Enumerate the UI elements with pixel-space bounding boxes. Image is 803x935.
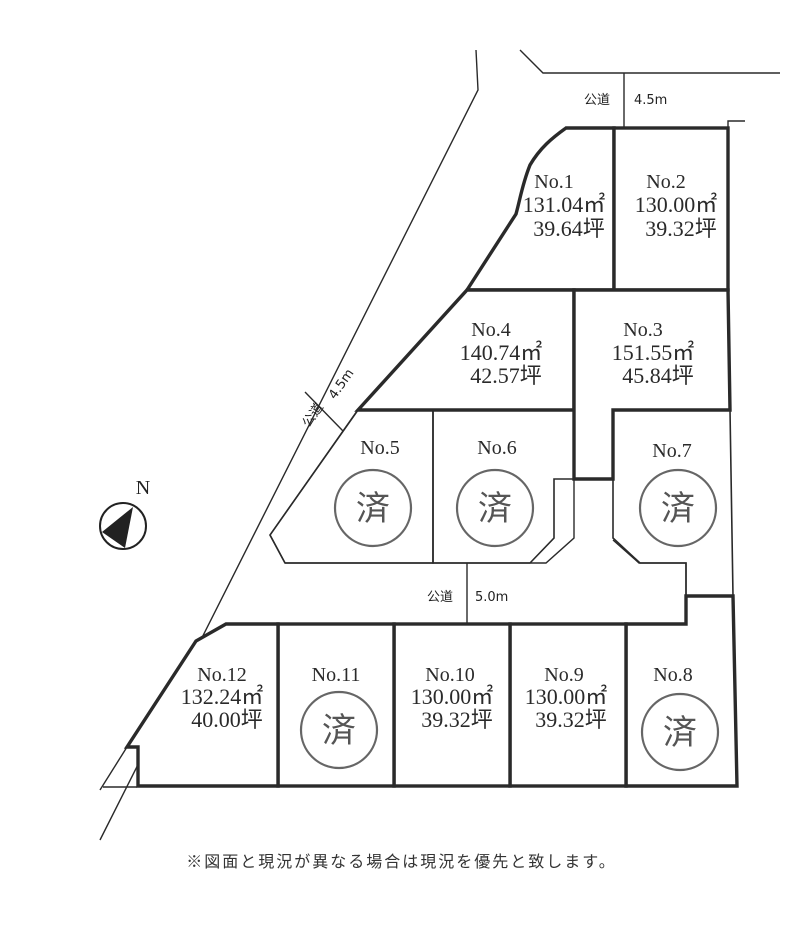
center-road-top-edge [285,478,613,564]
sold-mark: 済 [478,489,512,529]
lot-12-label: No.12 132.24㎡ 40.00坪 [181,664,264,732]
lot-11[interactable] [276,622,396,788]
sold-mark: 済 [356,489,390,529]
lot-number: No.4 [471,319,510,341]
north-road-top-edge [519,49,780,74]
north-road-right-stub [727,120,745,128]
sold-mark: 済 [661,489,695,529]
lot-3-label: No.3 151.55㎡ 45.84坪 [612,319,695,388]
lot-number: No.9 [544,664,583,686]
lot-number: No.2 [646,171,685,193]
lot-2[interactable] [612,126,730,292]
lot-area-m2: 132.24㎡ [181,684,264,709]
center-road-width: 5.0m [475,590,508,605]
diagonal-road-left-edge [99,49,479,841]
lot-5-label: No.5 済 [333,437,413,548]
diagonal-road-dimension-line [304,391,344,432]
lot-area-tsubo: 39.64坪 [533,216,605,241]
lot-area-m2: 130.00㎡ [525,684,608,709]
lot-6-label: No.6 済 [455,437,535,548]
diagonal-road-width: 4.5m [326,366,357,402]
diagonal-road-label: 公道 [300,400,327,430]
diagonal-road-width-label: 4.5m [326,366,357,402]
compass-arrow-icon [102,507,133,548]
lot-number: No.12 [197,664,246,686]
lot-number: No.1 [534,171,573,193]
north-road-label: 公道 4.5m [584,93,667,108]
lot-area-m2: 140.74㎡ [460,340,543,365]
lot-11-label: No.11 済 [299,664,379,770]
sold-mark: 済 [663,713,697,753]
lot-number: No.5 [360,437,399,459]
lot-area-tsubo: 45.84坪 [622,363,694,388]
sold-stamp-icon [638,468,718,548]
lot-number: No.6 [477,437,516,459]
diagonal-road-lower-edge [99,746,128,791]
lot-area-tsubo: 42.57坪 [470,363,542,388]
lot-area-m2: 151.55㎡ [612,340,695,365]
sold-stamp-icon [455,468,535,548]
lot-area-tsubo: 40.00坪 [191,707,263,732]
sold-stamp-icon [333,468,413,548]
lot-10[interactable] [392,622,512,788]
center-road-label: 公道 5.0m [427,590,508,605]
lot-9[interactable] [508,622,628,788]
lot-8[interactable] [624,594,739,788]
lot-number: No.8 [653,664,692,686]
north-compass: N [99,477,150,550]
lot-area-m2: 130.00㎡ [635,192,718,217]
sold-stamp-icon [299,690,379,770]
lot-1-label: No.1 131.04㎡ 39.64坪 [523,171,606,241]
lot-6[interactable] [432,409,575,564]
lot-5[interactable] [269,409,434,564]
lot-number: No.7 [652,440,691,462]
lot-number: No.10 [425,664,474,686]
lot-8-label: No.8 済 [640,664,720,772]
lot-number: No.11 [312,664,361,686]
compass-north-label: N [136,477,150,499]
lot-area-m2: 130.00㎡ [411,684,494,709]
lot-9-label: No.9 130.00㎡ 39.32坪 [525,664,608,732]
lot-number: No.3 [623,319,662,341]
lot-12[interactable] [123,622,280,788]
lot-4-label: No.4 140.74㎡ 42.57坪 [460,319,543,388]
north-road-name: 公道 [584,93,610,108]
lot-7-label: No.7 済 [638,440,718,548]
diagonal-road-name: 公道 [300,400,327,430]
diagonal-road-right-edge-mid [269,410,358,564]
lot-10-label: No.10 130.00㎡ 39.32坪 [411,664,494,732]
lot-area-tsubo: 39.32坪 [645,216,717,241]
lot-7[interactable] [612,409,734,597]
lot-1[interactable] [463,126,616,292]
lot-2-label: No.2 130.00㎡ 39.32坪 [635,171,718,241]
lot-area-tsubo: 39.32坪 [421,707,493,732]
sold-mark: 済 [322,711,356,751]
lot-area-m2: 131.04㎡ [523,192,606,217]
disclaimer-note: ※図面と現況が異なる場合は現況を優先と致します。 [186,852,617,871]
center-road-name: 公道 [427,590,453,605]
sold-stamp-icon [640,692,720,772]
north-road-width: 4.5m [634,93,667,108]
lot-area-tsubo: 39.32坪 [535,707,607,732]
